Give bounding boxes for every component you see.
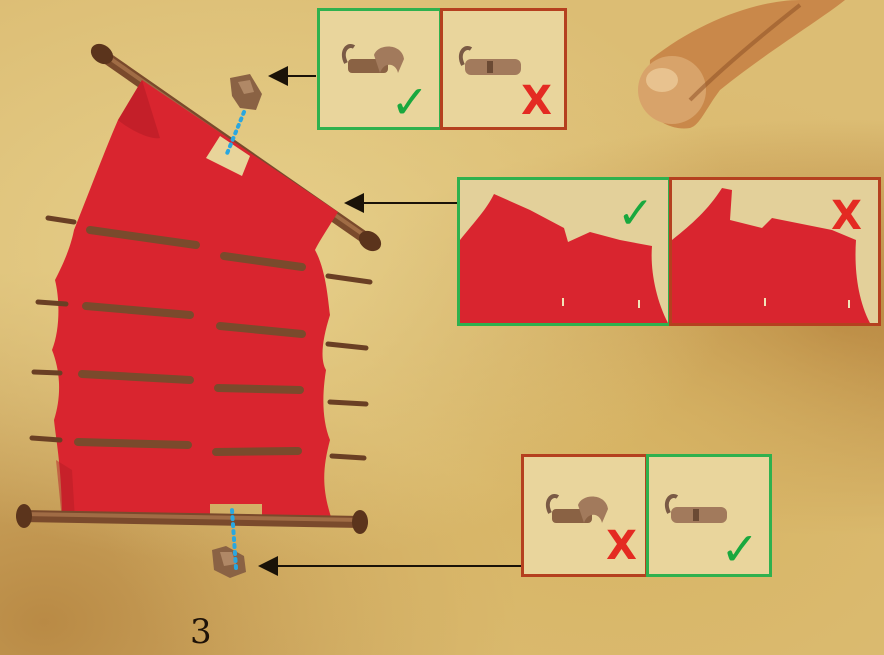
check-mark-icon: ✓ (720, 522, 759, 576)
middle-correct-panel: ✓ (457, 177, 671, 326)
middle-incorrect-panel: X (669, 177, 881, 326)
top-connector-dots (224, 110, 246, 158)
check-mark-icon: ✓ (617, 188, 654, 239)
bottom-rod (16, 504, 368, 534)
bottom-correct-panel: ✓ (646, 454, 772, 577)
bottom-clip-part (212, 546, 246, 578)
open-hook-clip-illustration (341, 44, 404, 73)
top-correct-panel: ✓ (317, 8, 442, 130)
page-number: 3 (190, 612, 212, 652)
cross-mark-icon: X (521, 78, 552, 124)
closed-hook-clip-illustration (458, 46, 521, 75)
check-mark-icon: ✓ (390, 75, 429, 129)
bone-illustration (638, 0, 845, 129)
banner-rods (29, 215, 373, 461)
banner-cloth (52, 80, 338, 520)
bottom-incorrect-panel: X (521, 454, 648, 577)
cross-mark-icon: X (606, 523, 637, 569)
top-clip-part (230, 74, 262, 110)
top-incorrect-panel: X (440, 8, 567, 130)
closed-hook-clip-illustration (664, 494, 727, 523)
banner-corner-tab-illustration (672, 188, 870, 323)
open-hook-clip-illustration (545, 494, 608, 523)
bottom-connector-dots (230, 508, 238, 570)
banner-corner-notched-illustration (460, 194, 668, 323)
cross-mark-icon: X (831, 193, 862, 239)
